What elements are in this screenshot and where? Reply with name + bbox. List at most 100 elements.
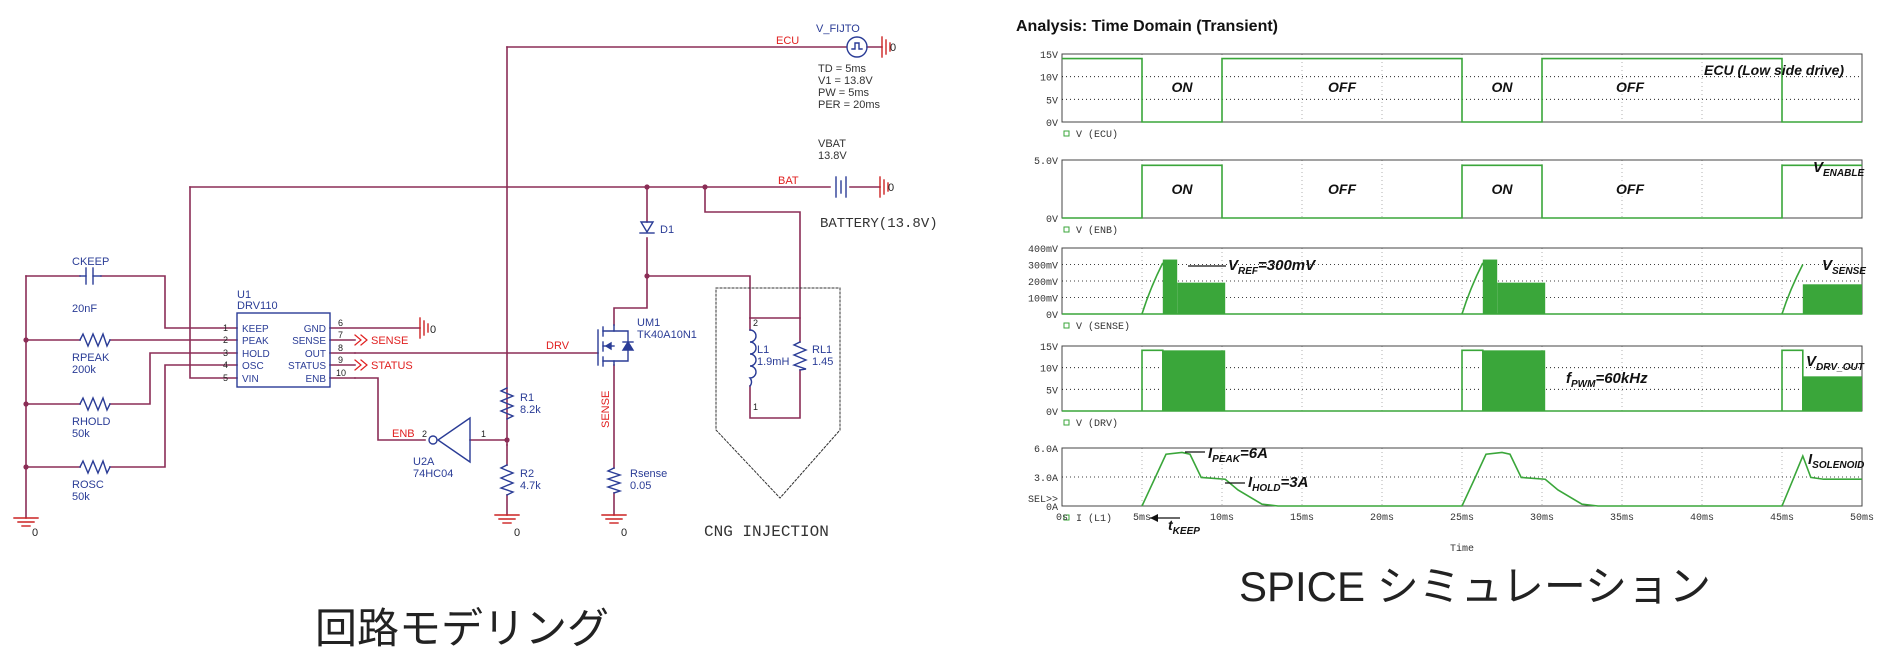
pulse-source-symbol	[846, 36, 868, 58]
schematic-caption: 回路モデリング	[315, 605, 609, 651]
net-status: STATUS	[371, 360, 413, 372]
resistor-rosc	[79, 459, 111, 475]
source-param-2: V1 = 13.8V	[818, 75, 873, 87]
junction-left-1	[23, 337, 29, 343]
schematic-diagram: V_FIJTO TD = 5ms V1 = 13.8V PW = 5ms PER…	[13, 23, 938, 651]
wire-mosfet-drain	[613, 275, 648, 326]
pin-num-8: 8	[338, 343, 343, 353]
mosfet-body-diode	[621, 340, 635, 351]
ramp-segment	[1781, 264, 1804, 315]
pin-peak: PEAK	[242, 336, 269, 347]
pin-num-7: 7	[338, 330, 343, 340]
rpeak-value: 200k	[72, 364, 96, 376]
state-label: ON	[1172, 181, 1194, 197]
sense-arrow-1	[354, 334, 362, 346]
junction-r1-r2	[504, 437, 510, 443]
trace-line	[1062, 57, 1862, 123]
state-label: OFF	[1616, 181, 1644, 197]
pwm-band	[1162, 350, 1226, 411]
schematic-labels: V_FIJTO TD = 5ms V1 = 13.8V PW = 5ms PER…	[32, 23, 938, 541]
junction-left-3	[23, 464, 29, 470]
wires	[25, 46, 883, 519]
ground-mid	[494, 514, 520, 524]
x-tick-label: 35ms	[1610, 513, 1634, 524]
y-tick-label: 15V	[1040, 51, 1058, 62]
diode-d1-triangle	[639, 221, 655, 234]
trace-legend: V (SENSE)	[1063, 321, 1130, 333]
pin-hold: HOLD	[242, 349, 270, 360]
inductor-pin-bottom: 1	[753, 402, 758, 412]
pin-num-10: 10	[336, 368, 346, 378]
rhold-ref: RHOLD	[72, 416, 111, 428]
state-label: OFF	[1328, 181, 1356, 197]
simulation-caption: SPICE シミュレーション	[1239, 563, 1711, 610]
rsense-ref: Rsense	[630, 468, 667, 480]
keep-arrow-head	[1150, 514, 1158, 522]
ramp-segment	[1141, 262, 1164, 315]
pin-num-4: 4	[223, 360, 228, 370]
pin-gnd: GND	[304, 324, 326, 335]
trace-label: V (SENSE)	[1076, 321, 1130, 333]
y-tick-label: 5V	[1046, 96, 1058, 107]
wire-rhold-right	[109, 352, 238, 405]
y-tick-label: 0V	[1046, 408, 1058, 419]
pwm-band	[1482, 350, 1546, 411]
ipeak-annotation: IPEAK=6A	[1208, 445, 1268, 465]
trace-marker	[1063, 514, 1070, 521]
y-tick-label: 0V	[1046, 215, 1058, 226]
pin-enb: ENB	[305, 374, 326, 385]
ground-source	[881, 36, 891, 58]
chart-annotation: ECU (Low side drive)	[1704, 62, 1844, 78]
rl1-value: 1.45	[812, 356, 833, 368]
simulation-title: Analysis: Time Domain (Transient)	[1016, 18, 1278, 35]
pin-vin: VIN	[242, 374, 259, 385]
source-param-4: PER = 20ms	[818, 99, 881, 111]
state-label: ON	[1492, 181, 1514, 197]
ic-ref: U1	[237, 289, 251, 301]
x-tick-label: 10ms	[1210, 513, 1234, 524]
y-tick-label: 0V	[1046, 119, 1058, 130]
status-arrow-1	[354, 359, 362, 371]
trace-line	[1062, 164, 1862, 219]
trace-marker	[1063, 226, 1070, 233]
pwm-band	[1802, 284, 1862, 314]
pwm-band	[1177, 282, 1226, 314]
r2-ref: R2	[520, 468, 534, 480]
junctions	[23, 184, 708, 470]
net-sense-vertical: SENSE	[600, 391, 612, 428]
resistor-rl1	[792, 341, 808, 371]
junction-left-2	[23, 401, 29, 407]
pin-sense: SENSE	[292, 336, 326, 347]
y-tick-label: 6.0A	[1034, 445, 1058, 456]
y-tick-label: 5V	[1046, 386, 1058, 397]
ic-left-pin-names: KEEP PEAK HOLD OSC VIN	[242, 324, 270, 385]
pin-num-6: 6	[338, 318, 343, 328]
battery-gnd-label: 0	[888, 182, 894, 194]
inductor-l1	[748, 329, 757, 387]
ic-gnd-label: 0	[430, 324, 436, 336]
grounds	[13, 36, 891, 527]
pwm-band	[1162, 259, 1178, 314]
mosfet-arrow	[604, 341, 612, 351]
status-arrow-2	[360, 359, 368, 371]
x-tick-label: 15ms	[1290, 513, 1314, 524]
x-tick-label: 5ms	[1133, 513, 1151, 524]
ground-battery	[879, 176, 889, 198]
pin-num-9: 9	[338, 355, 343, 365]
wire-rosc-right	[109, 364, 238, 468]
r1-ref: R1	[520, 392, 534, 404]
wire-enb	[354, 377, 426, 441]
y-tick-label: 0V	[1046, 311, 1058, 322]
source-name: V_FIJTO	[816, 23, 860, 35]
resistor-rsense	[605, 467, 623, 494]
y-tick-label: 10V	[1040, 74, 1058, 85]
trace-marker	[1063, 130, 1070, 137]
resistor-r1	[499, 387, 515, 420]
battery-name: VBAT	[818, 138, 846, 150]
x-tick-label: 45ms	[1770, 513, 1794, 524]
pin-num-5: 5	[223, 373, 228, 383]
y-tick-label: 5.0V	[1034, 157, 1058, 168]
